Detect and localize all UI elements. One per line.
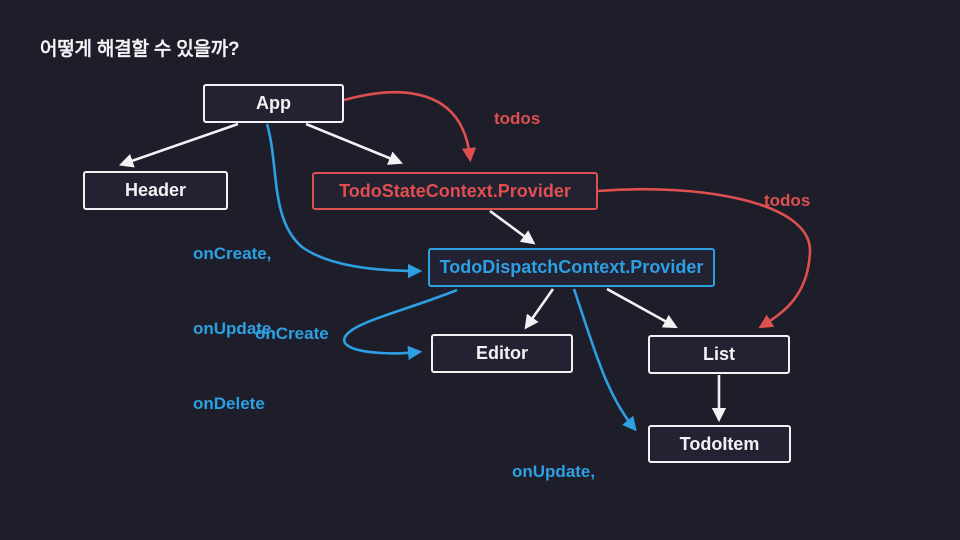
edge-app-to-stateprovider: [305, 122, 403, 165]
edge-dispatchprovider-to-editor: [524, 288, 555, 330]
node-app: App: [203, 84, 344, 123]
edge-dispatchprovider-to-list: [606, 287, 678, 329]
edge-label-line: onUpdate,: [512, 462, 596, 481]
edge-stateprovider-to-dispatchprovider: [489, 209, 536, 245]
edge-label-line: onUpdate,: [193, 319, 277, 338]
node-todo-state-provider-label: TodoStateContext.Provider: [339, 180, 571, 201]
node-header: Header: [83, 171, 228, 210]
node-todo-item: TodoItem: [648, 425, 791, 463]
node-editor: Editor: [431, 334, 573, 373]
edge-label-line: onCreate,: [193, 244, 272, 263]
node-list: List: [648, 335, 790, 374]
edge-label-app-to-dispatch-handlers: onCreate, onUpdate, onDelete: [193, 191, 276, 466]
edge-dispatchprovider-handlers-to-todoitem: [572, 288, 637, 432]
edge-label-todos-app-to-state: todos: [494, 109, 541, 128]
edge-label-line: onDelete: [193, 394, 265, 413]
node-todo-dispatch-provider-label: TodoDispatchContext.Provider: [439, 257, 704, 277]
node-todo-item-label: TodoItem: [679, 433, 760, 454]
edge-app-handlers-to-dispatchprovider: [265, 123, 423, 279]
edge-label-oncreate: onCreate: [255, 324, 329, 343]
node-app-label: App: [256, 93, 291, 113]
edge-app-todos-to-stateprovider: [343, 90, 477, 163]
edge-app-to-header: [118, 122, 239, 168]
slide-title: 어떻게 해결할 수 있을까?: [40, 39, 240, 60]
edge-label-onupdate-ondelete: onUpdate, onDelete: [512, 409, 595, 540]
node-list-label: List: [702, 344, 735, 364]
edge-label-line: onDelete: [512, 534, 595, 540]
edge-dispatchprovider-oncreate-to-editor: [342, 288, 458, 360]
node-todo-dispatch-provider: TodoDispatchContext.Provider: [428, 248, 715, 287]
node-todo-state-provider: TodoStateContext.Provider: [312, 172, 598, 210]
edge-stateprovider-todos-to-list: [597, 188, 812, 329]
edge-label-todos-state-to-list: todos: [764, 191, 811, 210]
node-header-label: Header: [124, 180, 187, 200]
node-editor-label: Editor: [476, 343, 528, 363]
